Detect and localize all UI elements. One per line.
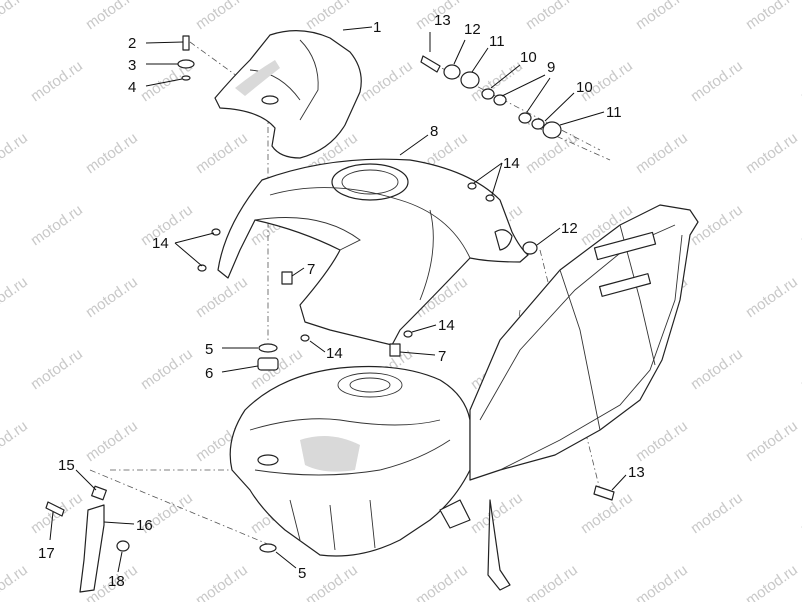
watermark-text: motod.ru (798, 489, 802, 537)
watermark-text: motod.ru (28, 345, 86, 393)
watermark-text: motod.ru (0, 129, 31, 177)
watermark-text: motod.ru (743, 0, 801, 33)
watermark-text: motod.ru (193, 0, 251, 33)
watermark-text: motod.ru (523, 561, 581, 602)
watermark-text: motod.ru (743, 561, 801, 602)
callout-label: 10 (576, 79, 593, 96)
callout-label: 17 (38, 545, 55, 562)
callout-label: 8 (430, 123, 438, 140)
watermark-text: motod.ru (633, 561, 691, 602)
callout-label: 14 (438, 317, 455, 334)
watermark-text: motod.ru (193, 129, 251, 177)
callout-label: 12 (464, 21, 481, 38)
watermark-text: motod.ru (798, 57, 802, 105)
callout-label: 11 (606, 104, 622, 121)
watermark-text: motod.ru (28, 201, 86, 249)
watermark-text: motod.ru (468, 489, 526, 537)
callout-label: 5 (205, 341, 213, 358)
watermark-text: motod.ru (0, 273, 31, 321)
watermark-text: motod.ru (688, 489, 746, 537)
callout-label: 7 (307, 261, 315, 278)
watermark-text: motod.ru (523, 0, 581, 33)
callout-label: 12 (561, 220, 578, 237)
fuel-tank-body (229, 365, 471, 557)
fasteners (45, 35, 615, 593)
callout-label: 14 (503, 155, 520, 172)
watermark-text: motod.ru (83, 0, 141, 33)
callout-label: 16 (136, 517, 153, 534)
callout-label: 4 (128, 79, 136, 96)
watermark-text: motod.ru (0, 561, 31, 602)
callout-label: 1 (373, 19, 381, 36)
callout-label: 11 (489, 33, 505, 50)
callout-label: 18 (108, 573, 125, 590)
watermark-text: motod.ru (798, 345, 802, 393)
watermark-text: motod.ru (633, 417, 691, 465)
watermark-text: motod.ru (688, 345, 746, 393)
motorcycle-frame (439, 204, 699, 591)
watermark-text: motod.ru (633, 0, 691, 33)
leader-lines (49, 26, 627, 573)
watermark-text: motod.ru (743, 273, 801, 321)
callout-label: 3 (128, 57, 136, 74)
callout-label: 2 (128, 35, 136, 52)
watermark-text: motod.ru (743, 417, 801, 465)
tank-fairing-part (217, 158, 529, 346)
callout-label: 15 (58, 457, 75, 474)
watermark-text: motod.ru (0, 0, 31, 33)
watermark-text: motod.ru (413, 561, 471, 602)
watermark-text: motod.ru (303, 0, 361, 33)
watermark-text: motod.ru (138, 345, 196, 393)
watermark-text: motod.ru (633, 129, 691, 177)
watermark-text: motod.ru (303, 561, 361, 602)
callout-label: 6 (205, 365, 213, 382)
watermark-text: motod.ru (193, 561, 251, 602)
callout-label: 13 (628, 464, 645, 481)
watermark-text: motod.ru (358, 57, 416, 105)
watermark-text: motod.ru (798, 201, 802, 249)
watermark-text: motod.ru (688, 57, 746, 105)
watermark-text: motod.ru (83, 273, 141, 321)
callout-label: 13 (434, 12, 451, 29)
tank-cover-part (214, 30, 362, 159)
watermark-text: motod.ru (193, 273, 251, 321)
callout-label: 14 (152, 235, 169, 252)
watermark-text: motod.ru (83, 417, 141, 465)
callout-label: 9 (547, 59, 555, 76)
watermark-text: motod.ru (743, 129, 801, 177)
callout-label: 10 (520, 49, 537, 66)
callout-label: 14 (326, 345, 343, 362)
watermark-text: motod.ru (0, 417, 31, 465)
callout-labels: 1 2 3 4 5 5 6 7 7 8 9 10 10 11 11 12 12 … (38, 12, 645, 590)
watermark-text: motod.ru (28, 57, 86, 105)
callout-label: 5 (298, 565, 306, 582)
watermark-text: motod.ru (83, 129, 141, 177)
callout-label: 7 (438, 348, 446, 365)
